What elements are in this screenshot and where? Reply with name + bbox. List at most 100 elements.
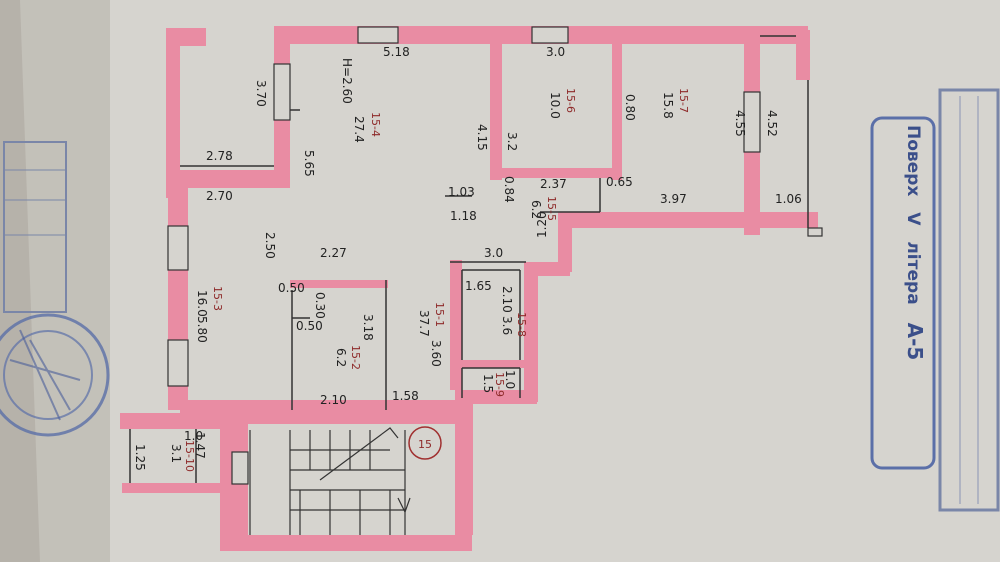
svg-text:6.2: 6.2 — [529, 200, 543, 219]
walls — [120, 26, 818, 551]
svg-text:15-2: 15-2 — [349, 345, 362, 370]
wall-bottom-right — [455, 390, 537, 404]
dim: 1.58 — [392, 389, 419, 403]
room-15-4: 15-4 27.4 — [352, 112, 382, 143]
room-15-9: 15-9 1.5 — [481, 372, 506, 397]
svg-text:15-7: 15-7 — [677, 88, 690, 113]
stamp-liter-value: А-5 — [903, 323, 927, 361]
dim: 3.70 — [254, 80, 268, 107]
windows — [167, 26, 823, 485]
svg-text:27.4: 27.4 — [352, 116, 366, 143]
dim: 1.20 — [535, 211, 549, 238]
svg-text:15-9: 15-9 — [493, 372, 506, 397]
wall-room6-left — [490, 30, 502, 180]
dim: 5.18 — [383, 45, 410, 59]
window-1 — [357, 26, 399, 44]
dim: 3.97 — [660, 192, 687, 206]
dim: 1.0 — [503, 370, 517, 389]
wall-mid-step — [558, 212, 572, 272]
dim: 3.2 — [505, 132, 519, 151]
stamp-level-label: Поверх — [903, 125, 923, 196]
svg-text:3.1: 3.1 — [169, 444, 183, 463]
room-15-2: 15-2 6.2 — [334, 345, 362, 370]
dim: 3.18 — [361, 314, 375, 341]
dim: 0.80 — [623, 94, 637, 121]
wall-room6-bottom — [490, 168, 616, 178]
window-3 — [743, 91, 761, 153]
dim: 0.50 — [278, 281, 305, 295]
dim: 2.37 — [540, 177, 567, 191]
room-15-3: 15-3 16.0 — [195, 286, 224, 317]
wall-right-narrow — [796, 30, 810, 80]
dim: 5.80 — [195, 316, 209, 343]
entrance-marker: 15 — [408, 426, 442, 460]
svg-text:15.8: 15.8 — [661, 92, 675, 119]
wall-balcony-bottom — [122, 483, 232, 493]
dim: 1.18 — [450, 209, 477, 223]
dim: 1.06 — [775, 192, 802, 206]
dim: 0.30 — [313, 292, 327, 319]
wall-room7-left — [612, 30, 622, 180]
svg-text:6.2: 6.2 — [334, 348, 348, 367]
right-stamp-outer — [938, 88, 1000, 512]
svg-text:15-6: 15-6 — [564, 88, 577, 113]
dim: 1.03 — [448, 185, 475, 199]
dim: 1.25 — [133, 444, 147, 471]
dimension-labels: 5.18 3.0 3.70 2.78 2.70 5.65 4.15 3.2 0.… — [133, 45, 802, 471]
room-15-5: 15-5 6.2 — [529, 196, 558, 221]
left-stamp — [0, 141, 110, 437]
partitions — [129, 35, 809, 483]
window-8 — [807, 227, 823, 237]
wall-room2-top — [290, 280, 388, 288]
dim: 1.0 — [184, 429, 203, 443]
dim: 3.60 — [429, 340, 443, 367]
svg-text:15-8: 15-8 — [515, 312, 528, 337]
dim: 1.65 — [465, 279, 492, 293]
wall-room8-bottom — [450, 360, 530, 368]
dim: 2.78 — [206, 149, 233, 163]
round-seal — [0, 313, 110, 437]
dim: 5.65 — [302, 150, 316, 177]
svg-text:15-3: 15-3 — [211, 286, 224, 311]
svg-text:37.7: 37.7 — [417, 310, 431, 337]
wall-room3-top — [170, 170, 290, 188]
wall-corridor-left — [450, 260, 462, 390]
svg-text:10.0: 10.0 — [548, 92, 562, 119]
svg-text:15-4: 15-4 — [369, 112, 382, 137]
staircase — [249, 427, 411, 535]
dim: 2.70 — [206, 189, 233, 203]
window-4 — [273, 63, 291, 121]
window-7 — [231, 451, 249, 485]
dim: 2.10 — [320, 393, 347, 407]
room-15-8: 15-8 3.6 — [500, 312, 528, 337]
wall-stair-right — [455, 400, 473, 535]
room-15-7: 15-7 15.8 — [661, 88, 690, 119]
room-15-1: 15-1 37.7 — [417, 302, 446, 337]
window-2 — [531, 26, 569, 44]
dim: 0.84 — [502, 176, 516, 203]
window-6 — [167, 339, 189, 387]
window-5 — [167, 225, 189, 271]
stamp-liter-label: літера — [903, 241, 923, 304]
wall-mid-right — [558, 212, 818, 228]
dim: 2.50 — [263, 232, 277, 259]
right-stamp-level: Поверх V літера А-5 — [870, 116, 936, 470]
wall-bottom — [220, 535, 472, 551]
svg-text:15-5: 15-5 — [545, 196, 558, 221]
dim: 3.0 — [546, 45, 565, 59]
svg-text:15-10: 15-10 — [183, 440, 196, 472]
dim: 0.65 — [606, 175, 633, 189]
wall-mid-horizontal — [180, 400, 470, 424]
dim: 2.27 — [320, 246, 347, 260]
dim: 0.50 — [296, 319, 323, 333]
stamp-level-value: V — [903, 212, 923, 226]
svg-text:Поверх V літера: Поверх V літера А-5 — [903, 125, 927, 360]
dim: 4.52 — [765, 110, 779, 137]
svg-text:1.5: 1.5 — [481, 374, 495, 393]
ceiling-height-label: H=2.60 — [340, 58, 354, 104]
entrance-number: 15 — [418, 438, 432, 451]
room-15-6: 15-6 10.0 — [548, 88, 577, 119]
svg-text:16.0: 16.0 — [195, 290, 209, 317]
